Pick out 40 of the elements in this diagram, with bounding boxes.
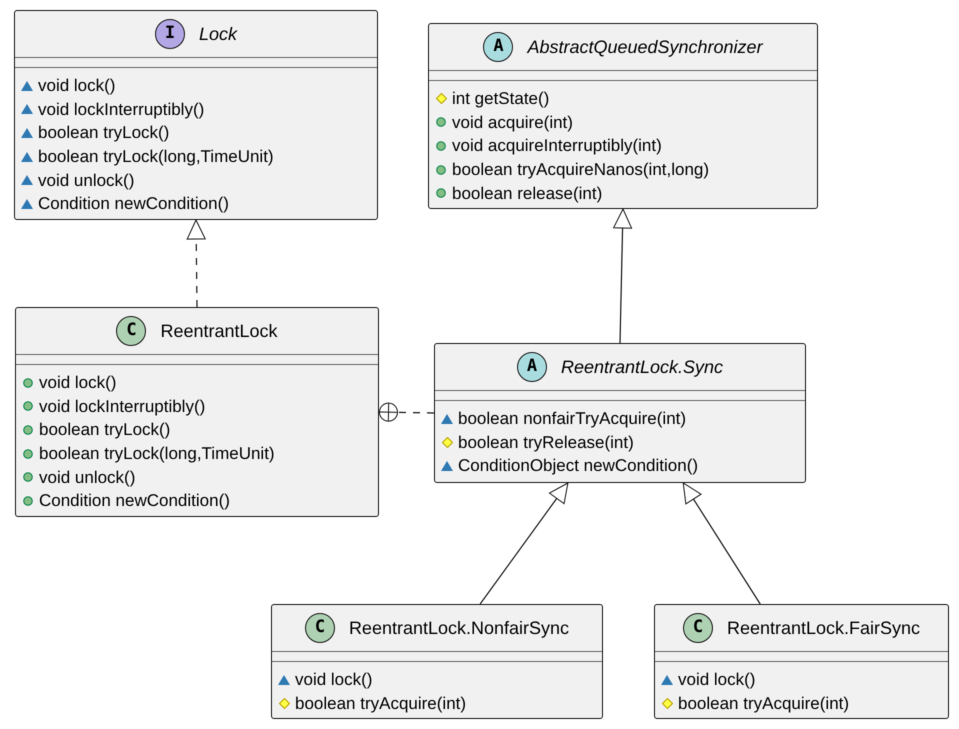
method-signature: void acquire(int) [452,114,573,131]
class-box [271,604,603,719]
method-signature: void unlock() [39,468,136,486]
method-signature: boolean tryLock(long,TimeUnit) [39,445,275,462]
class-box [14,10,378,220]
method-signature: Condition newCondition() [38,195,229,212]
method-signature: int getState() [452,90,550,108]
method-signature: void lock() [295,671,372,688]
method-signature: void lockInterruptibly() [39,398,206,415]
class-box [654,604,949,719]
class-name: ReentrantLock.Sync [560,356,724,379]
method-signature: void lockInterruptibly() [38,100,204,118]
method-signature: void unlock() [38,172,134,189]
class-box [428,23,818,209]
method-signature: boolean tryAcquire(int) [678,694,850,712]
arrow [682,482,761,604]
method-signature: void lock() [39,374,116,392]
arrow [480,482,568,604]
class-box [15,307,379,517]
class-name: ReentrantLock.NonfairSync [348,616,570,640]
class-name: ReentrantLock [160,320,278,342]
class-name: ReentrantLock.FairSync [726,616,920,640]
method-signature: boolean tryLock() [38,124,170,142]
method-signature: Condition newCondition() [39,492,230,510]
method-signature: boolean release(int) [452,184,602,202]
class-name: AbstractQueuedSynchronizer [527,36,763,59]
method-signature: void lock() [38,77,116,94]
method-signature: boolean tryLock() [39,421,170,438]
class-name: Lock [198,22,238,46]
class-box [434,343,806,483]
method-signature: boolean tryLock(long,TimeUnit) [38,148,274,166]
method-signature: boolean tryRelease(int) [458,434,634,451]
method-signature: boolean tryAcquireNanos(int,long) [452,161,710,178]
method-signature: ConditionObject newCondition() [458,457,698,474]
method-signature: void acquireInterruptibly(int) [452,137,662,154]
method-signature: boolean tryAcquire(int) [295,694,466,712]
method-signature: boolean nonfairTryAcquire(int) [458,410,686,428]
method-signature: void lock() [678,671,756,688]
dashed-arrow [186,220,206,307]
arrow [613,208,632,344]
